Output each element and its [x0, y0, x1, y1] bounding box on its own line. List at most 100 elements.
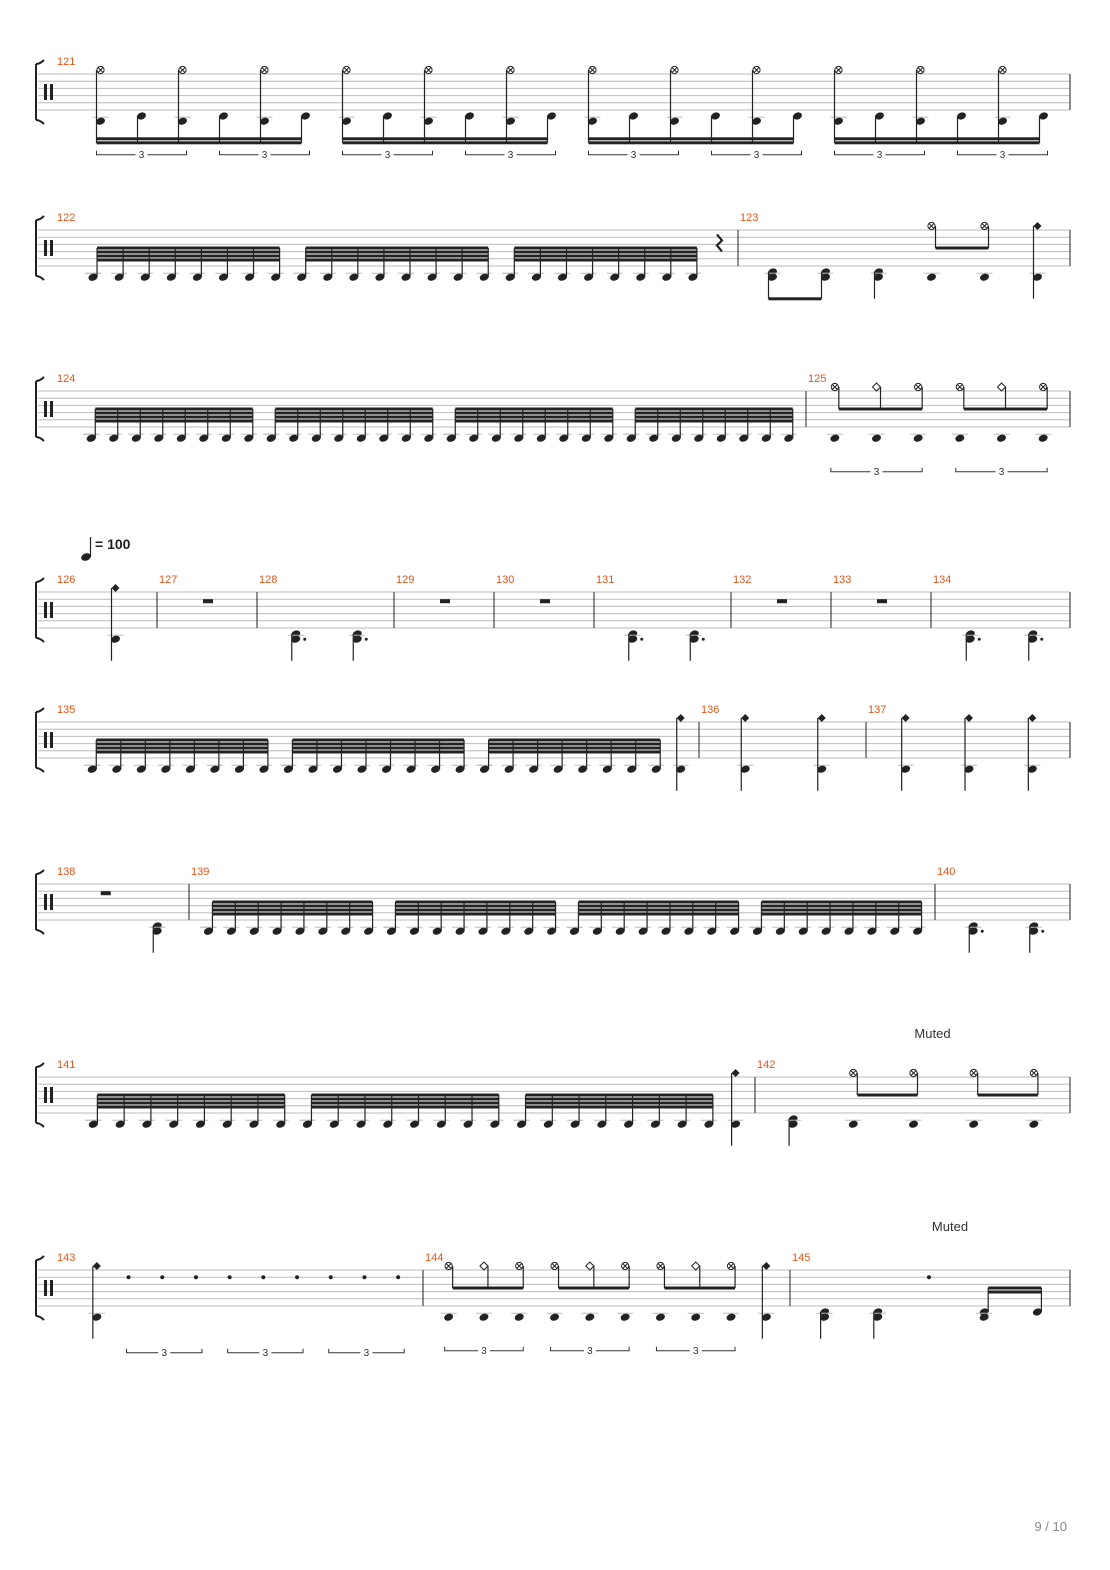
notehead: [490, 1120, 500, 1128]
notehead: [92, 1313, 102, 1321]
measure-number: 129: [396, 574, 414, 586]
note-beam: [305, 250, 489, 254]
notehead: [444, 1313, 454, 1321]
notehead: [628, 635, 638, 643]
note-beam: [305, 246, 489, 250]
notehead: [768, 273, 777, 281]
notehead: [341, 927, 351, 935]
note-beam: [935, 246, 989, 250]
note-beam: [488, 742, 661, 746]
note-beam: [834, 137, 1040, 141]
notehead: [636, 273, 646, 281]
measure-number: 124: [57, 373, 75, 385]
note-beam: [97, 1093, 285, 1097]
notehead: [536, 434, 546, 442]
notehead: [704, 1120, 714, 1128]
notehead: [834, 117, 843, 125]
notehead: [901, 765, 911, 773]
notehead: [689, 635, 699, 643]
note-beam: [988, 1290, 1042, 1294]
eighth-rest-dot: [193, 1275, 198, 1280]
notehead: [409, 927, 419, 935]
augmentation-dot: [701, 637, 705, 641]
measure: 137: [865, 704, 1041, 791]
notehead: [88, 273, 98, 281]
notehead: [152, 922, 162, 930]
cymbal-notehead-cross: [589, 67, 596, 73]
note-beam: [95, 415, 253, 419]
notehead: [867, 927, 877, 935]
measure: 135: [57, 704, 689, 791]
note-beam: [452, 1286, 524, 1290]
notehead: [578, 765, 588, 773]
measure-number: 123: [740, 212, 758, 224]
tuplet-number: 3: [364, 1348, 370, 1359]
percussion-clef: [44, 602, 47, 618]
notehead: [169, 1120, 179, 1128]
percussion-clef: [44, 240, 47, 256]
cymbal-notehead-cross: [928, 223, 935, 229]
notehead: [1033, 273, 1042, 281]
notehead: [676, 765, 686, 773]
tuplet-number: 3: [631, 150, 637, 161]
augmentation-dot: [980, 929, 984, 933]
note-beam: [96, 137, 302, 141]
notehead: [302, 1120, 312, 1128]
system-bracket: [35, 376, 45, 442]
open-diamond-notehead: [871, 382, 882, 392]
notehead: [259, 765, 269, 773]
note-beam: [97, 1101, 285, 1105]
percussion-clef: [44, 84, 47, 100]
notehead: [375, 273, 385, 281]
percussion-clef: [44, 401, 47, 417]
articulation-label: Muted: [914, 1026, 950, 1041]
notehead: [501, 927, 511, 935]
notehead: [352, 630, 362, 638]
note-beam: [292, 750, 465, 754]
percussion-clef: [50, 732, 53, 748]
cymbal-notehead-cross: [1031, 1070, 1037, 1076]
notehead: [410, 1120, 419, 1128]
note-beam: [488, 738, 661, 742]
measure: 134: [930, 574, 1044, 661]
notehead: [964, 765, 974, 773]
tuplet-bracket: [342, 150, 433, 156]
notehead: [199, 434, 209, 442]
notehead: [547, 112, 556, 120]
note-beam: [761, 912, 922, 916]
notehead: [875, 112, 884, 120]
notehead: [480, 765, 490, 773]
note-beam: [311, 1101, 499, 1105]
note-beam: [514, 254, 697, 258]
notehead: [604, 434, 614, 442]
note-beam: [95, 411, 253, 415]
cymbal-notehead-cross: [981, 223, 988, 229]
cymbal-notehead-cross: [657, 1263, 664, 1269]
augmentation-dot: [1040, 637, 1044, 641]
eighth-rest-dot: [927, 1275, 931, 1280]
percussion-clef: [50, 1087, 53, 1103]
note-beam: [96, 141, 302, 145]
note-beam: [95, 419, 253, 423]
notehead: [349, 273, 359, 281]
note-beam: [514, 246, 697, 250]
notehead: [436, 1120, 446, 1128]
notehead: [297, 273, 307, 281]
note-beam: [635, 407, 793, 411]
note-beam: [514, 258, 697, 262]
notehead: [427, 273, 437, 281]
note-beam: [96, 746, 268, 750]
notehead: [550, 1313, 560, 1321]
eighth-rest-dot: [227, 1275, 232, 1280]
measure-number: 126: [57, 574, 75, 586]
notehead: [788, 1120, 798, 1128]
note-beam: [635, 419, 793, 423]
note-beam: [292, 742, 465, 746]
notehead: [547, 927, 557, 935]
measure: 132: [730, 574, 787, 628]
note-beam: [488, 746, 661, 750]
notehead: [291, 630, 301, 638]
